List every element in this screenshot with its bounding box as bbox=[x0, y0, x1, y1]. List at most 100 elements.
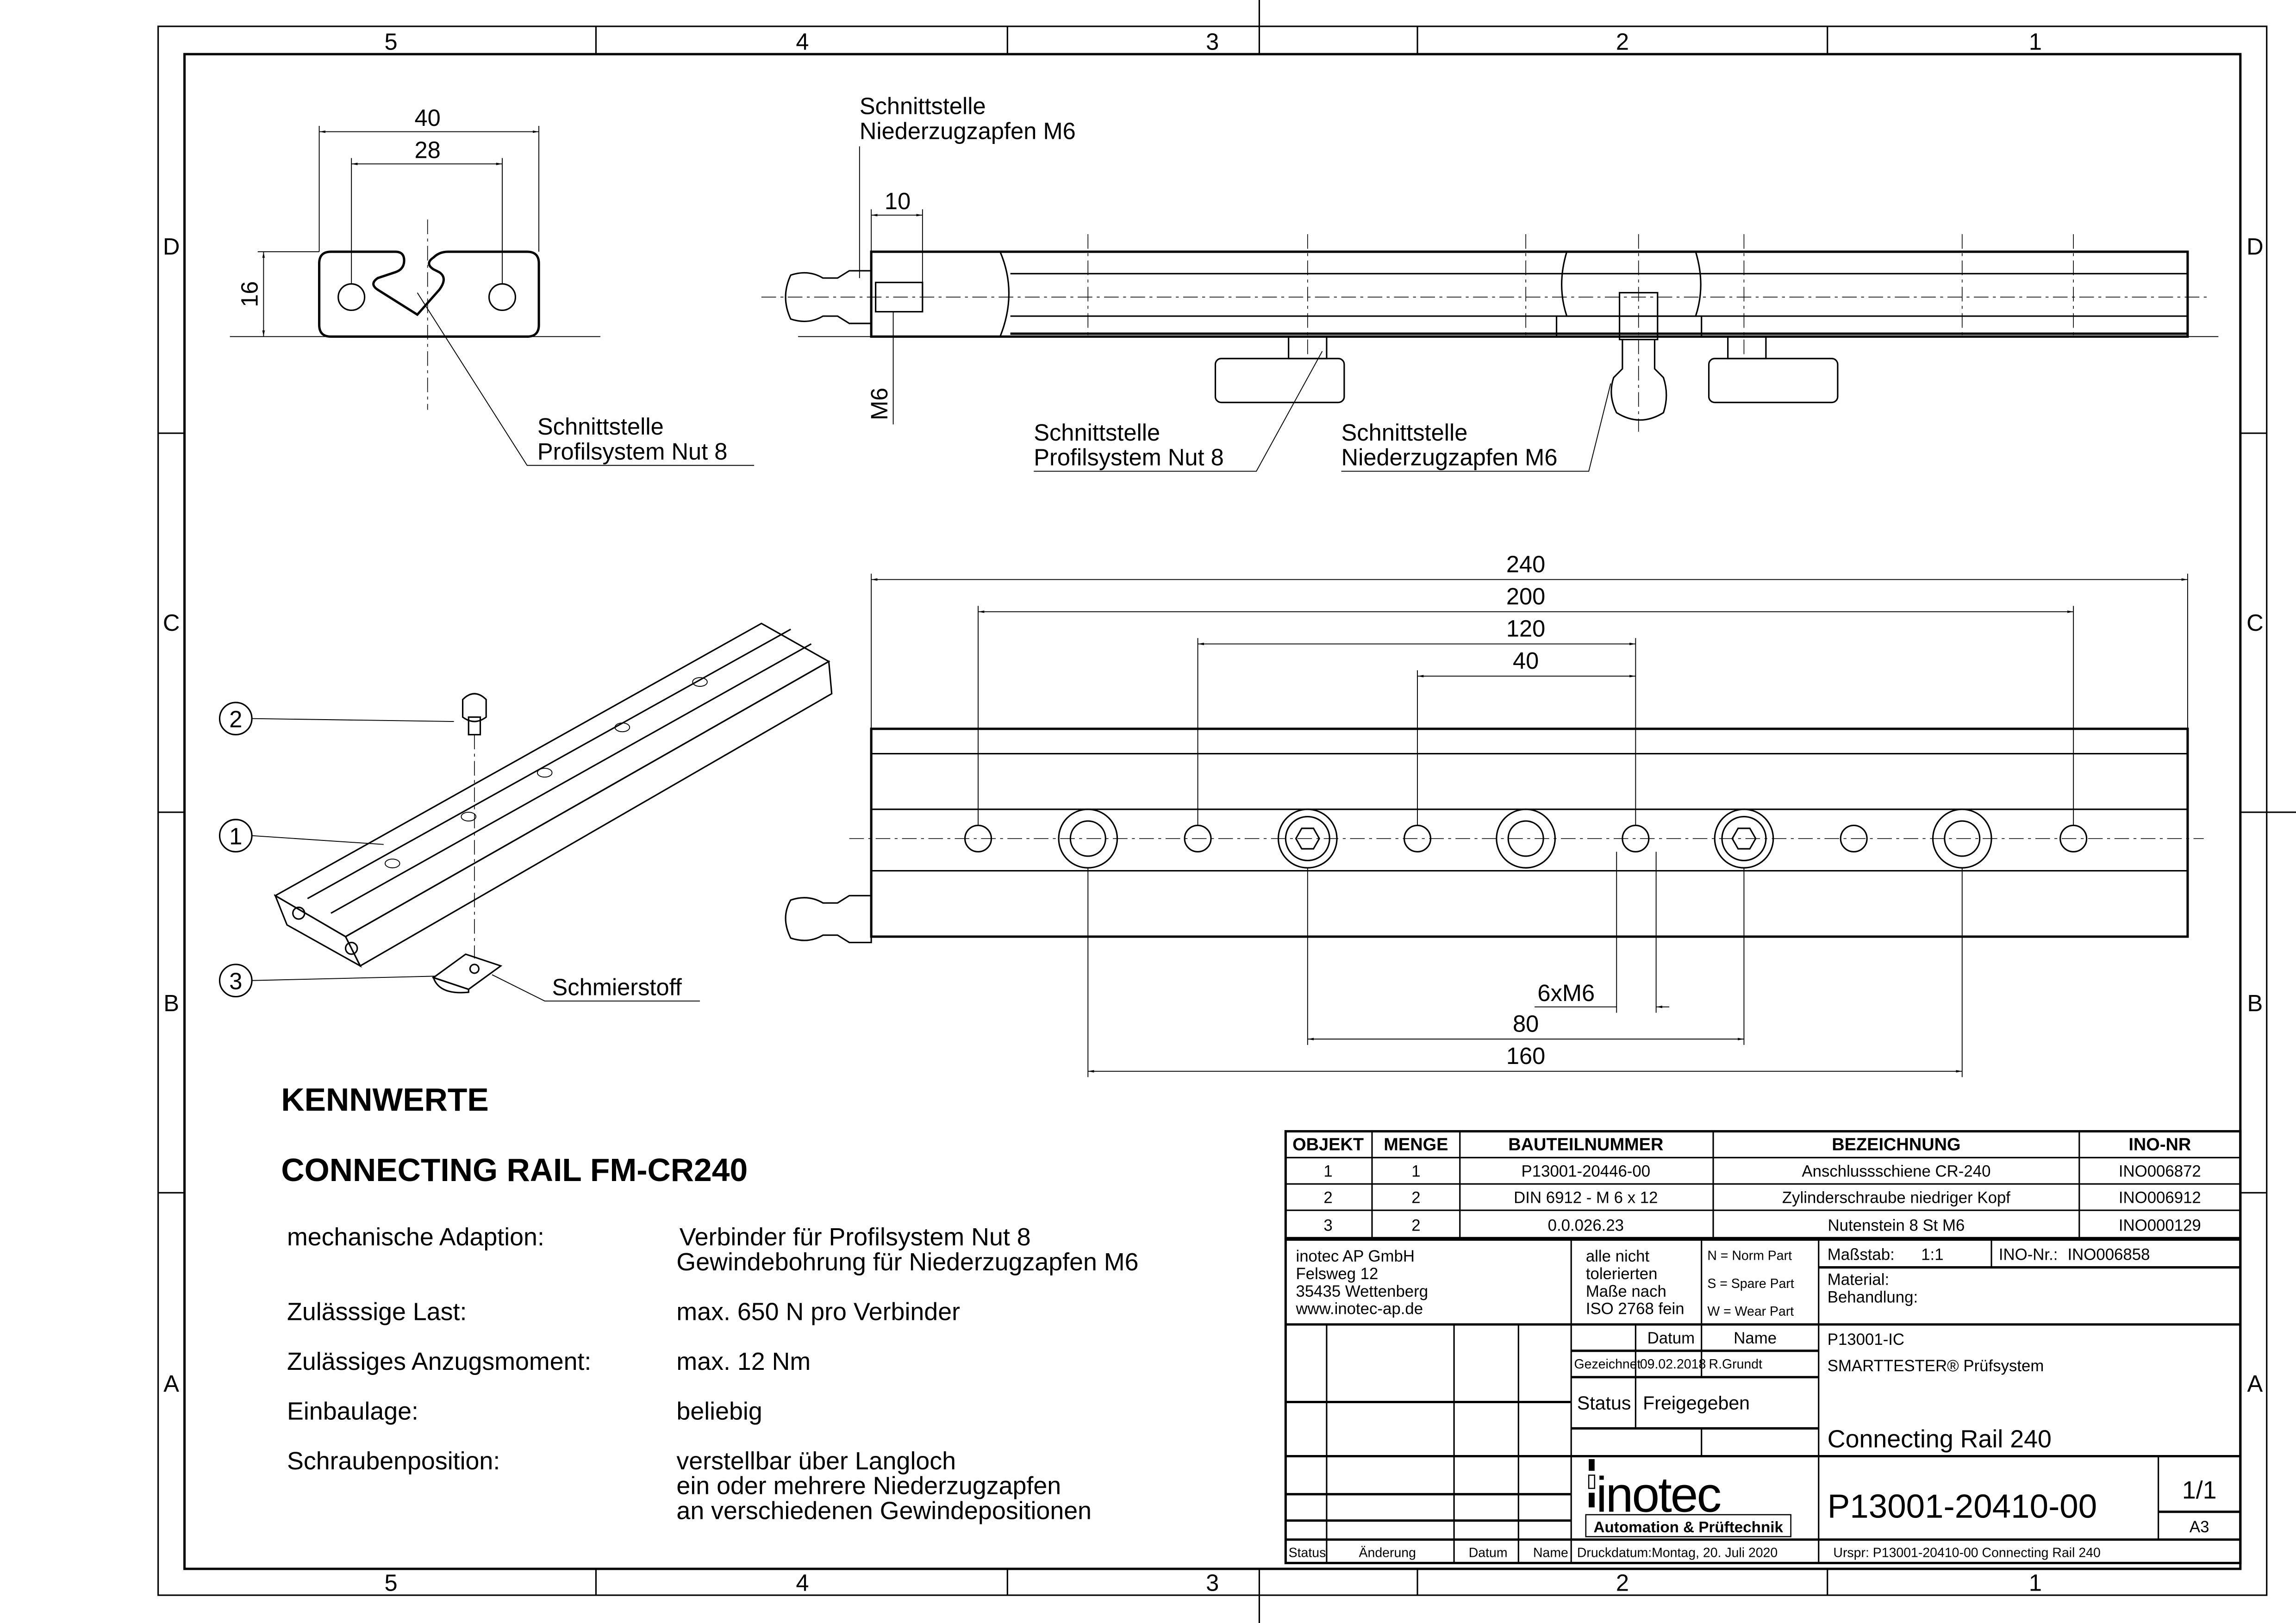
bom-cell: Anschlussschiene CR-240 bbox=[1802, 1163, 1990, 1181]
front-view: 240 200 120 40 6xM6 80 160 bbox=[785, 551, 2204, 1077]
logo-subtitle: Automation & Prüftechnik bbox=[1594, 1519, 1784, 1536]
nut-label-2: Profilsystem Nut 8 bbox=[1034, 444, 1224, 471]
bom-header: BAUTEILNUMMER bbox=[1508, 1135, 1663, 1155]
rev-header-name: Name bbox=[1533, 1546, 1568, 1561]
drawn-date: 09.02.2018 bbox=[1640, 1357, 1706, 1372]
balloon-2: 2 bbox=[218, 702, 454, 736]
zone-3-bottom: 3 bbox=[1206, 1569, 1219, 1596]
company-street: Felsweg 12 bbox=[1296, 1265, 1378, 1283]
specifications: KENNWERTE CONNECTING RAIL FM-CR240 mecha… bbox=[281, 1082, 1138, 1524]
spec-label-screw: Schraubenposition: bbox=[287, 1447, 500, 1475]
part-type-norm: N = Norm Part bbox=[1707, 1249, 1792, 1263]
drawn-label: Gezeichnet bbox=[1574, 1357, 1641, 1372]
rev-header-change: Änderung bbox=[1359, 1546, 1416, 1561]
company-name: inotec AP GmbH bbox=[1296, 1248, 1415, 1265]
zone-5-top: 5 bbox=[385, 29, 398, 55]
drawing-frame: 5 4 3 2 1 5 4 3 2 1 D C B A D C B A bbox=[157, 0, 2296, 1623]
zone-a-left: A bbox=[163, 1370, 179, 1397]
dim-40-holes: 40 bbox=[1513, 647, 1539, 674]
balloon-1-label: 1 bbox=[229, 823, 242, 850]
bom-cell: INO006912 bbox=[2119, 1189, 2201, 1206]
bom-table: OBJEKT MENGE BAUTEILNUMMER BEZEICHNUNG I… bbox=[1284, 1130, 2242, 1239]
ino-value: INO006858 bbox=[2068, 1246, 2150, 1264]
bom-header: OBJEKT bbox=[1292, 1135, 1364, 1155]
inotec-logo: inotec Automation & Prüftechnik bbox=[1585, 1459, 1791, 1537]
zone-3-top: 3 bbox=[1206, 29, 1219, 55]
part-type-spare: S = Spare Part bbox=[1707, 1276, 1794, 1291]
col-name: Name bbox=[1734, 1330, 1777, 1347]
bom-cell: 2 bbox=[1411, 1189, 1420, 1206]
spec-value: ein oder mehrere Niederzugzapfen bbox=[676, 1472, 1061, 1500]
scale-label: Maßstab: bbox=[1828, 1246, 1895, 1264]
paper-format: A3 bbox=[2190, 1518, 2209, 1536]
dim-120: 120 bbox=[1506, 616, 1545, 642]
dim-10: 10 bbox=[885, 188, 911, 214]
isometric-view: 2 1 3 Schmierstoff bbox=[218, 622, 833, 1001]
title-block: inotec AP GmbH Felsweg 12 35435 Wettenbe… bbox=[1284, 1238, 2242, 1564]
ino-label: INO-Nr.: bbox=[1999, 1246, 2058, 1264]
drawn-name: R.Grundt bbox=[1709, 1357, 1763, 1372]
bom-cell: 0.0.026.23 bbox=[1548, 1217, 1624, 1235]
profile-end-view: 40 28 16 Schnittstelle Profilsystem Nut … bbox=[230, 105, 755, 466]
zone-a-right: A bbox=[2247, 1370, 2263, 1397]
balloon-3-label: 3 bbox=[229, 968, 242, 995]
balloon-3: 3 bbox=[218, 964, 437, 998]
bom-header: MENGE bbox=[1384, 1135, 1448, 1155]
treatment-label: Behandlung: bbox=[1828, 1288, 1918, 1306]
drawing-number: P13001-20410-00 bbox=[1828, 1487, 2097, 1525]
spec-label-torque: Zulässiges Anzugsmoment: bbox=[287, 1348, 591, 1375]
thread-note: 6xM6 bbox=[1537, 980, 1595, 1006]
tolerance-note: Maße nach bbox=[1586, 1283, 1666, 1300]
rev-header-date: Datum bbox=[1469, 1546, 1508, 1561]
spec-value: beliebig bbox=[676, 1397, 762, 1425]
status-label: Status bbox=[1577, 1392, 1631, 1413]
bom-cell: P13001-20446-00 bbox=[1522, 1163, 1651, 1181]
spec-value: Verbinder für Profilsystem Nut 8 bbox=[680, 1223, 1031, 1251]
material-label: Material: bbox=[1828, 1271, 1889, 1289]
origin-note: Urspr: P13001-20410-00 Connecting Rail 2… bbox=[1833, 1546, 2100, 1561]
spec-value: max. 12 Nm bbox=[676, 1348, 811, 1375]
spec-label-mounting: Einbaulage: bbox=[287, 1397, 418, 1425]
pin-label-2: Niederzugzapfen M6 bbox=[1341, 444, 1558, 471]
spec-value: Gewindebohrung für Niederzugzapfen M6 bbox=[676, 1248, 1138, 1276]
spec-value: verstellbar über Langloch bbox=[676, 1447, 956, 1475]
zone-b-left: B bbox=[163, 990, 179, 1016]
tolerance-note: alle nicht bbox=[1586, 1248, 1650, 1265]
specs-product: CONNECTING RAIL FM-CR240 bbox=[281, 1152, 748, 1188]
pin-top-label-2: Niederzugzapfen M6 bbox=[860, 118, 1076, 144]
print-date: Druckdatum:Montag, 20. Juli 2020 bbox=[1577, 1546, 1778, 1561]
bom-header: BEZEICHNUNG bbox=[1832, 1135, 1960, 1155]
zone-4-bottom: 4 bbox=[796, 1569, 809, 1596]
dim-80: 80 bbox=[1513, 1010, 1539, 1037]
dim-240: 240 bbox=[1506, 551, 1545, 577]
dim-m6: M6 bbox=[866, 388, 892, 420]
nut-label-1: Schnittstelle bbox=[1034, 419, 1160, 446]
project: P13001-IC bbox=[1828, 1331, 1904, 1349]
balloon-1: 1 bbox=[218, 819, 384, 853]
profile-label-1: Schnittstelle bbox=[537, 413, 664, 440]
sheet-number: 1/1 bbox=[2182, 1476, 2217, 1504]
dim-28: 28 bbox=[415, 137, 441, 163]
tolerance-note: tolerierten bbox=[1586, 1265, 1658, 1283]
zone-b-right: B bbox=[2247, 990, 2263, 1016]
spec-value: an verschiedenen Gewindepositionen bbox=[676, 1497, 1092, 1524]
status-value: Freigegeben bbox=[1643, 1392, 1750, 1413]
rev-header-status: Status bbox=[1289, 1546, 1326, 1561]
pin-label-1: Schnittstelle bbox=[1341, 419, 1468, 446]
spec-label-adaption: mechanische Adaption: bbox=[287, 1223, 544, 1251]
zone-2-bottom: 2 bbox=[1616, 1569, 1629, 1596]
profile-label-2: Profilsystem Nut 8 bbox=[537, 438, 728, 465]
bom-cell: Zylinderschraube niedriger Kopf bbox=[1782, 1189, 2010, 1206]
col-date: Datum bbox=[1647, 1330, 1695, 1347]
zone-2-top: 2 bbox=[1616, 29, 1629, 55]
zone-1-top: 1 bbox=[2029, 29, 2042, 55]
bom-cell: 2 bbox=[1411, 1217, 1420, 1235]
lubricant-label: Schmierstoff bbox=[552, 974, 682, 1000]
drawing-title: Connecting Rail 240 bbox=[1828, 1425, 2052, 1453]
dim-160: 160 bbox=[1506, 1043, 1545, 1069]
zone-1-bottom: 1 bbox=[2029, 1569, 2042, 1596]
zone-5-bottom: 5 bbox=[385, 1569, 398, 1596]
bom-cell: 1 bbox=[1323, 1163, 1332, 1181]
company-city: 35435 Wettenberg bbox=[1296, 1283, 1428, 1300]
